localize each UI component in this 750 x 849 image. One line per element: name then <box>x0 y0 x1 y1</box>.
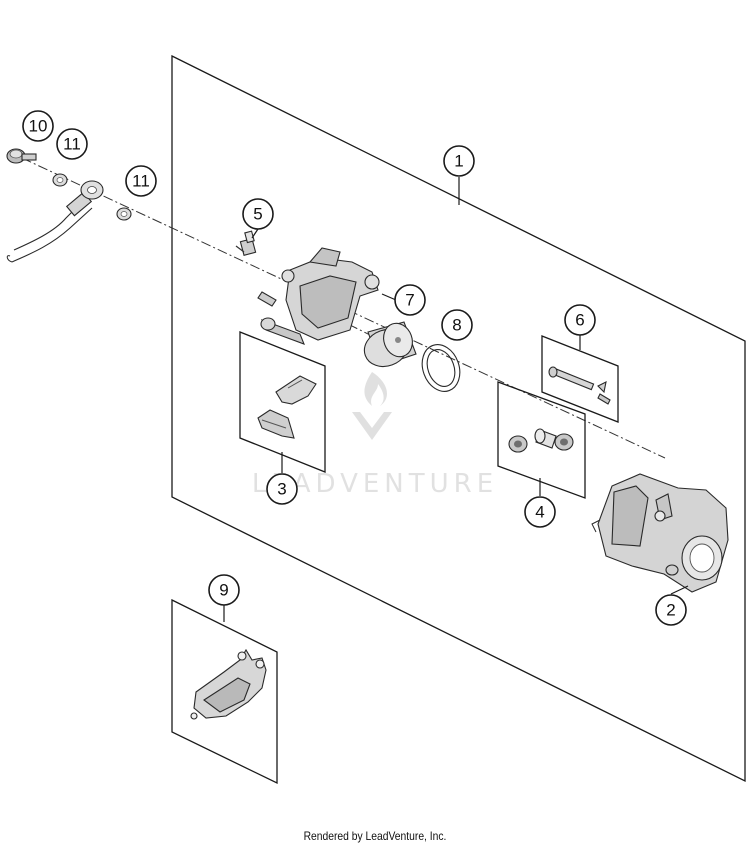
piston-part <box>363 321 417 368</box>
svg-text:9: 9 <box>219 581 228 600</box>
bleeder-valve-part <box>235 230 257 256</box>
svg-text:7: 7 <box>405 291 414 310</box>
kit-box-guide-pins <box>541 335 619 423</box>
callout-8: 8 <box>441 309 473 341</box>
kit-box-brake-pads <box>171 598 278 785</box>
leader-2 <box>670 585 689 595</box>
callout-1: 1 <box>443 145 475 177</box>
brake-caliper-part <box>591 473 729 593</box>
kit-box-slide-pins <box>497 381 586 499</box>
callout-11-a: 11 <box>56 128 88 160</box>
callout-6: 6 <box>564 304 596 336</box>
callout-9: 9 <box>208 574 240 606</box>
watermark-logo <box>352 372 392 440</box>
callout-2: 2 <box>655 594 687 626</box>
svg-text:5: 5 <box>253 205 262 224</box>
svg-text:3: 3 <box>277 480 286 499</box>
kit-box-pad-springs <box>239 331 326 473</box>
svg-text:4: 4 <box>535 503 544 522</box>
leader-5 <box>251 228 259 239</box>
slide-pin-kit-part <box>508 428 574 453</box>
brake-pad-set-part <box>190 648 267 720</box>
footer-credit: Rendered by LeadVenture, Inc. <box>303 829 447 843</box>
callout-4: 4 <box>524 496 556 528</box>
piston-seal-part <box>421 344 461 392</box>
caliper-holder-part <box>257 247 380 345</box>
svg-text:10: 10 <box>29 117 48 136</box>
brake-hose-part <box>6 180 104 263</box>
guide-pin-kit-part <box>548 366 611 405</box>
callout-11-b: 11 <box>125 165 157 197</box>
callout-5: 5 <box>242 198 274 230</box>
svg-text:2: 2 <box>666 601 675 620</box>
svg-text:11: 11 <box>63 135 81 154</box>
leader-7 <box>381 293 397 301</box>
svg-text:1: 1 <box>454 152 463 171</box>
washer-part-a <box>52 173 68 187</box>
pad-spring-kit-part <box>257 375 317 439</box>
washer-part-b <box>116 207 132 221</box>
svg-text:8: 8 <box>452 316 461 335</box>
svg-text:6: 6 <box>575 311 584 330</box>
callout-3: 3 <box>266 473 298 505</box>
callout-7: 7 <box>394 284 426 316</box>
svg-text:11: 11 <box>132 172 150 191</box>
callout-10: 10 <box>22 110 54 142</box>
banjo-bolt-part <box>6 148 37 164</box>
main-assembly-panel <box>171 54 746 783</box>
